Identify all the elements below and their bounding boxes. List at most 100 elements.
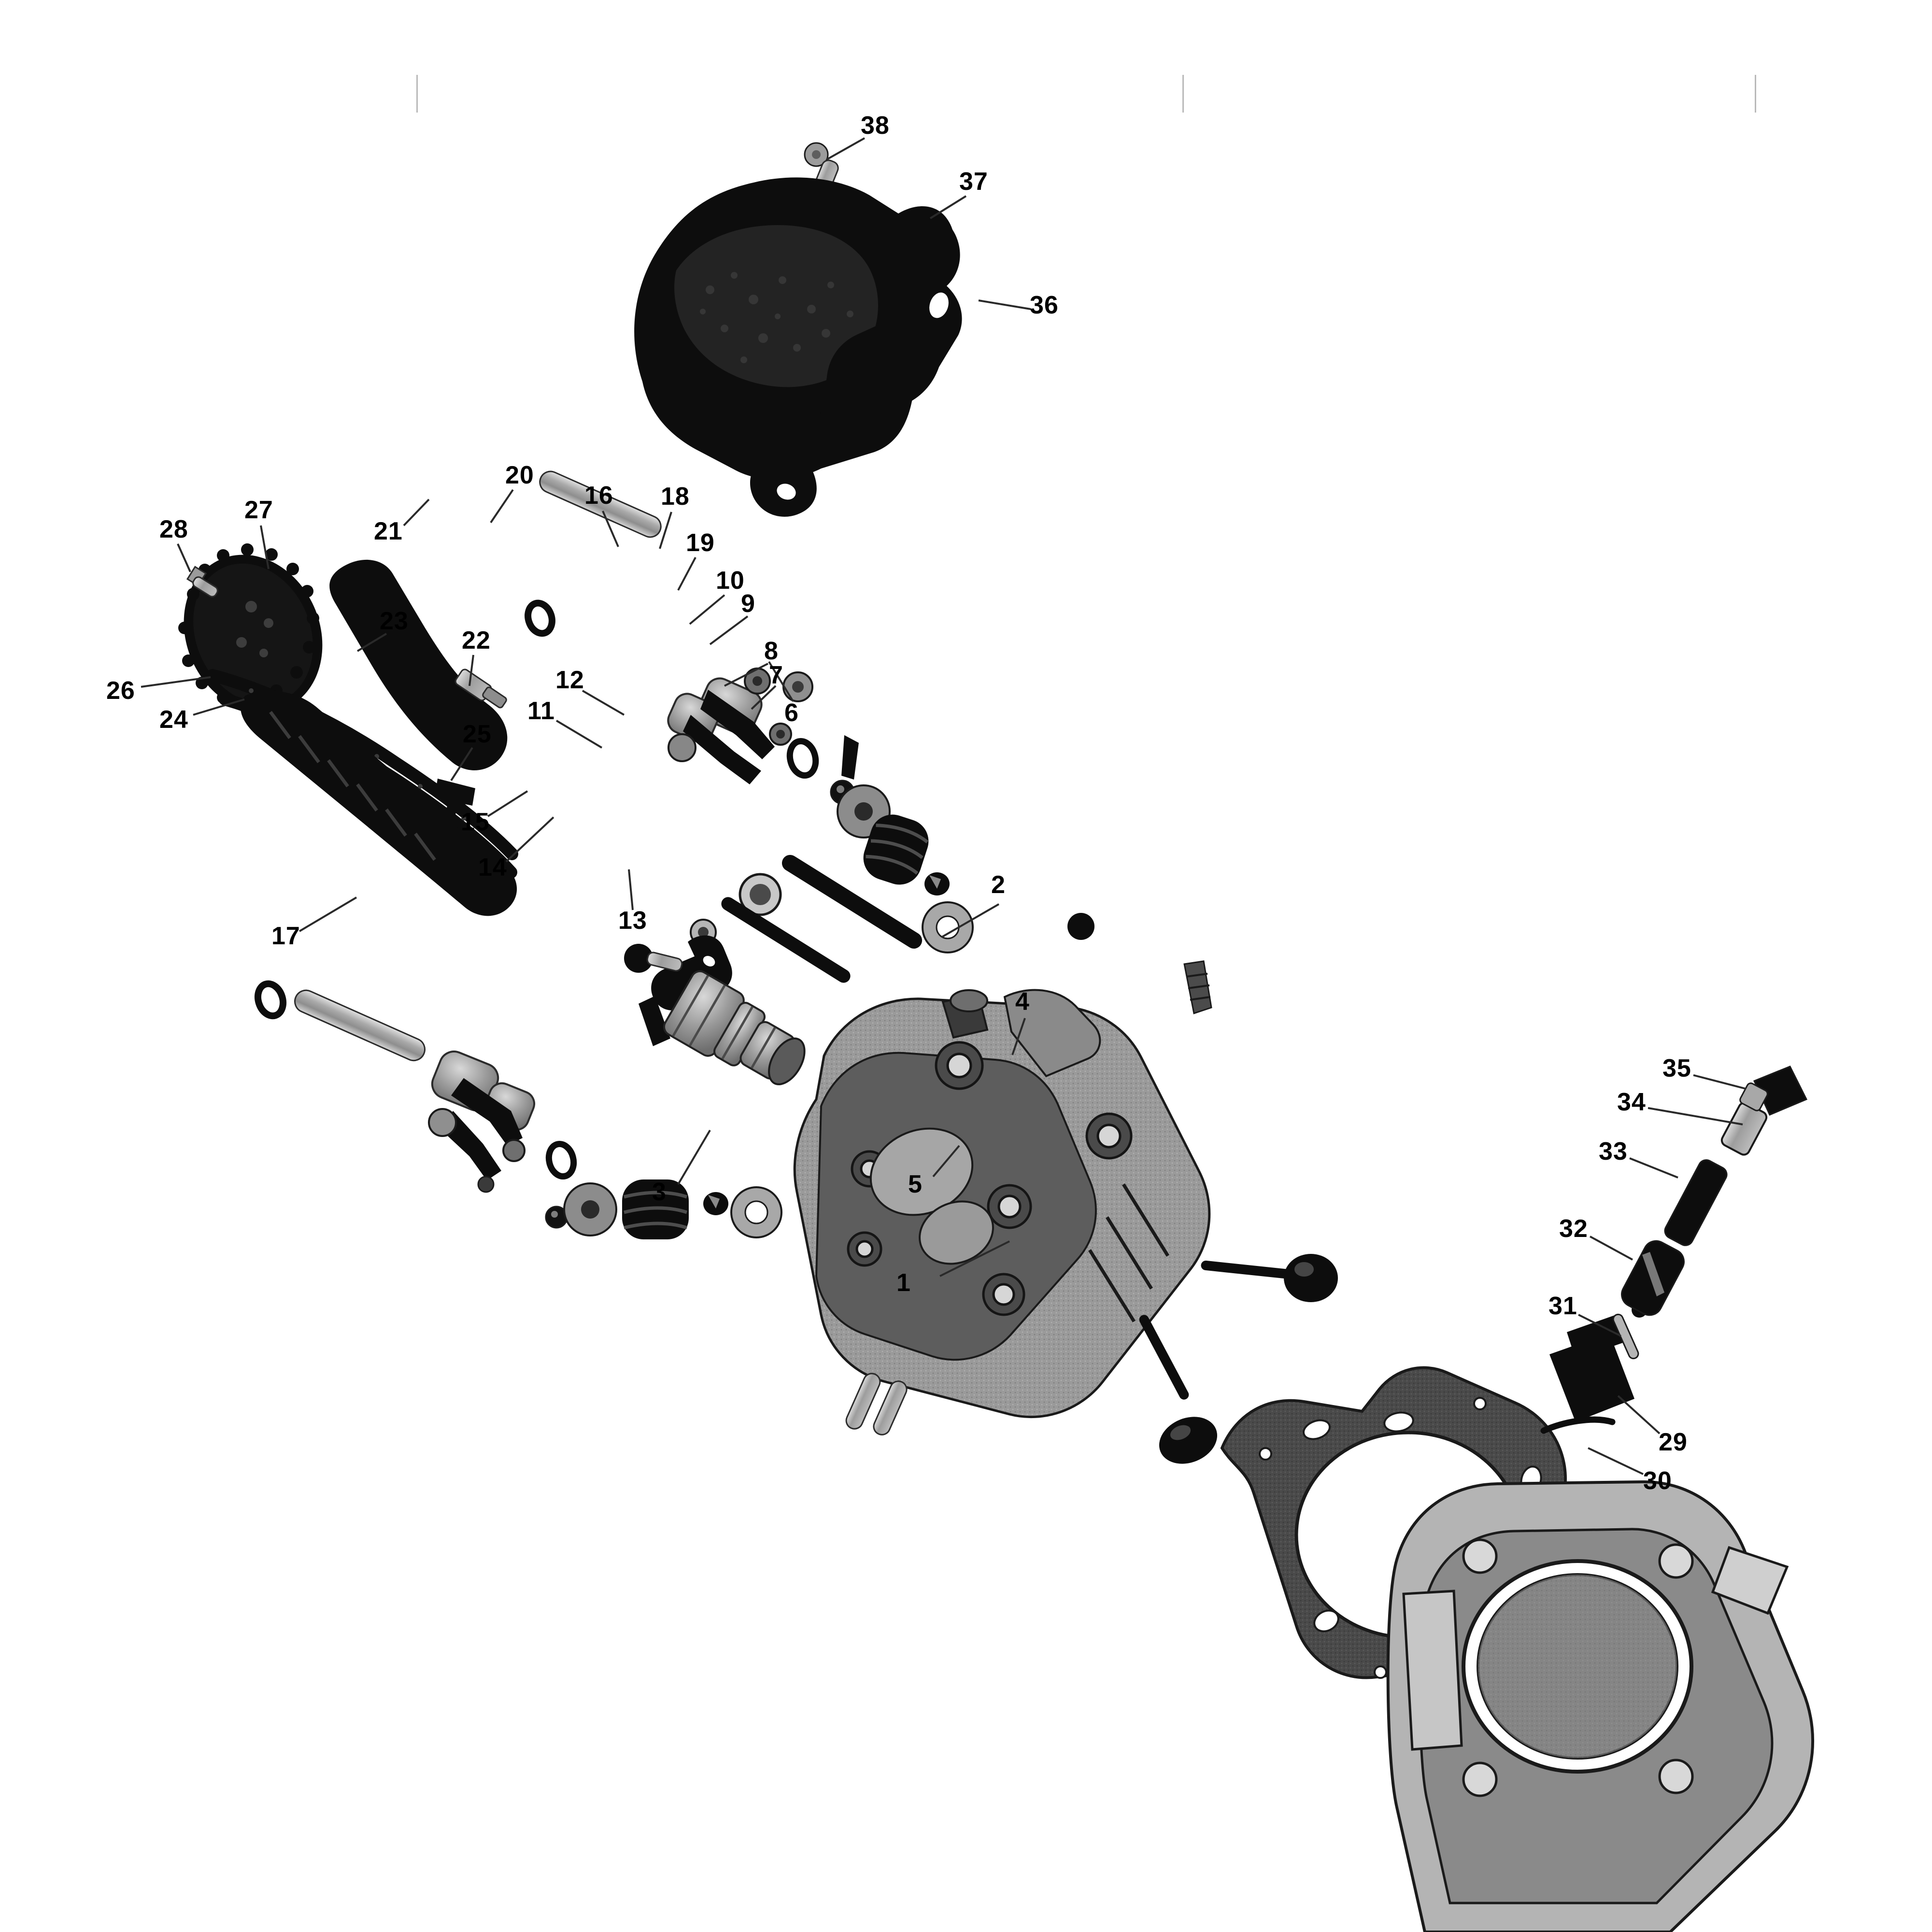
- part-4-intake-valve: [1201, 1254, 1338, 1302]
- part-35-tensioner-bolt: [1739, 1065, 1808, 1116]
- callout-33-tensioner-spring-rod[interactable]: 33: [1599, 1137, 1628, 1165]
- callout-31-tensioner-pin[interactable]: 31: [1548, 1292, 1577, 1320]
- callout-19-valve-keeper[interactable]: 19: [686, 529, 715, 557]
- leader-line-16: [602, 511, 619, 547]
- leader-line-3: [677, 1129, 711, 1185]
- callout-37-valve-cover[interactable]: 37: [959, 168, 988, 196]
- leader-line-20: [490, 489, 514, 524]
- callout-3-dowel-pin[interactable]: 3: [652, 1178, 667, 1206]
- part-15-guide-pin-bolt: [624, 944, 683, 973]
- callout-28-timing-gear-bolt[interactable]: 28: [159, 515, 188, 543]
- part-22-chain-tensioner-pin: [455, 668, 507, 709]
- part-23-chain-guide-upper: [329, 559, 508, 770]
- leader-line-17: [298, 896, 357, 932]
- callout-36-valve-cover-gasket[interactable]: 36: [1030, 291, 1059, 319]
- part-8-valve-spring-upper: [863, 814, 929, 885]
- part-32-tensioner-plunger: [1621, 1240, 1685, 1316]
- callout-30-tensioner-o-ring[interactable]: 30: [1643, 1467, 1672, 1495]
- callout-25-chain-guide-bolt[interactable]: 25: [463, 720, 492, 748]
- leader-line-1: [939, 1240, 1010, 1277]
- part-19-ball-plug: [1067, 913, 1094, 940]
- leader-line-21: [403, 498, 430, 526]
- callout-34-tensioner-cap[interactable]: 34: [1617, 1088, 1646, 1116]
- callout-5-exhaust-valve[interactable]: 5: [908, 1170, 923, 1198]
- callout-32-tensioner-plunger[interactable]: 32: [1559, 1215, 1588, 1243]
- callout-7-valve-cotter[interactable]: 7: [769, 661, 783, 689]
- callout-1-cylinder-head-gasket[interactable]: 1: [896, 1269, 911, 1297]
- part-21-rocker-shaft-o-ring-c: [255, 980, 286, 1020]
- callout-24-chain-guide-lower[interactable]: 24: [159, 706, 188, 734]
- part-5-exhaust-valve: [1139, 1315, 1218, 1464]
- crop-mark: [1755, 75, 1756, 113]
- part-7-valve-cotter-lower: [703, 1192, 728, 1215]
- part-34-tensioner-cap: [1720, 1102, 1768, 1156]
- callout-4-intake-valve[interactable]: 4: [1015, 988, 1030, 1016]
- leader-line-11: [555, 720, 603, 749]
- callout-35-tensioner-bolt[interactable]: 35: [1662, 1054, 1691, 1082]
- part-10-valve-retainer-lower: [545, 1206, 568, 1229]
- leader-line-12: [582, 690, 625, 716]
- callout-29-tensioner-body[interactable]: 29: [1659, 1428, 1688, 1456]
- part-20-rocker-shaft-exhaust: [294, 989, 426, 1062]
- leader-line-28: [177, 543, 191, 572]
- callout-11-cylinder-head-bolt-short[interactable]: 11: [527, 697, 555, 725]
- callout-12-cylinder-head-bolt-long[interactable]: 12: [555, 666, 584, 694]
- callout-21-rocker-shaft-o-ring[interactable]: 21: [374, 517, 403, 545]
- leader-line-2: [941, 903, 999, 938]
- leader-line-6: [768, 661, 794, 702]
- callout-13-camshaft[interactable]: 13: [618, 907, 647, 935]
- callout-27-camshaft-timing-gear[interactable]: 27: [244, 496, 273, 524]
- leader-line-13: [628, 869, 634, 910]
- leader-line-7: [751, 685, 777, 710]
- part-33-tensioner-spring-rod: [1664, 1159, 1728, 1246]
- leader-line-4: [1011, 1018, 1026, 1055]
- part-2-cylinder-head: [793, 989, 1211, 1419]
- callout-6-valve-spring-washer[interactable]: 6: [784, 699, 799, 727]
- part-9-spring-seat-lower: [563, 1182, 617, 1236]
- part-6-valve-washer-lower: [730, 1186, 782, 1238]
- callout-17-exhaust-rocker-arm[interactable]: 17: [271, 922, 300, 950]
- part-3-dowel-pins: [845, 1373, 908, 1435]
- leader-line-23: [356, 633, 387, 652]
- crop-mark: [1182, 75, 1184, 113]
- callout-23-chain-guide-upper[interactable]: 23: [380, 607, 409, 635]
- part-6-valve-washer-upper: [922, 901, 974, 953]
- leader-line-37: [929, 195, 967, 219]
- callout-15-guide-pin-bolt[interactable]: 15: [461, 808, 490, 836]
- callout-16-intake-rocker-arm[interactable]: 16: [584, 482, 613, 510]
- callout-leader-lines: [141, 137, 1746, 1475]
- part-8-valve-spring-lower: [622, 1179, 689, 1239]
- part-21-rocker-shaft-o-ring-a: [525, 599, 555, 637]
- part-18-rocker-washer: [782, 671, 813, 702]
- callout-38-valve-cover-bolt[interactable]: 38: [861, 112, 890, 140]
- leader-line-32: [1590, 1236, 1633, 1261]
- cylinder-block: [1386, 1480, 1814, 1932]
- part-25-chain-guide-bolt: [427, 779, 475, 849]
- part-16-intake-rocker-arm: [667, 668, 792, 784]
- crop-mark: [416, 75, 418, 113]
- leader-line-31: [1578, 1314, 1621, 1337]
- leader-line-36: [978, 299, 1031, 310]
- part-28-timing-gear-bolt: [186, 566, 218, 597]
- callout-9-spring-seat[interactable]: 9: [741, 590, 755, 618]
- leader-line-15: [487, 790, 528, 817]
- part-17-exhaust-rocker-arm: [428, 1051, 536, 1193]
- part-18-threaded-stud: [1183, 960, 1212, 1014]
- callout-18-rocker-washer[interactable]: 18: [661, 483, 690, 511]
- callout-8-valve-spring[interactable]: 8: [764, 637, 779, 665]
- leader-line-26: [141, 676, 211, 688]
- leader-line-9: [709, 615, 749, 645]
- callout-26-timing-chain[interactable]: 26: [106, 677, 135, 705]
- callout-20-rocker-shaft-intake[interactable]: 20: [505, 461, 534, 489]
- part-36-valve-cover-gasket: [750, 213, 962, 517]
- callout-22-chain-tensioner-pin[interactable]: 22: [462, 626, 491, 654]
- part-19-valve-keeper-upper: [841, 735, 859, 780]
- callout-10-valve-retainer[interactable]: 10: [716, 567, 745, 595]
- leader-line-35: [1693, 1074, 1746, 1090]
- callout-2-cylinder-head[interactable]: 2: [991, 871, 1006, 899]
- leader-line-14: [505, 816, 554, 863]
- leader-line-34: [1648, 1107, 1743, 1125]
- callout-14-decompression-lever[interactable]: 14: [478, 853, 507, 881]
